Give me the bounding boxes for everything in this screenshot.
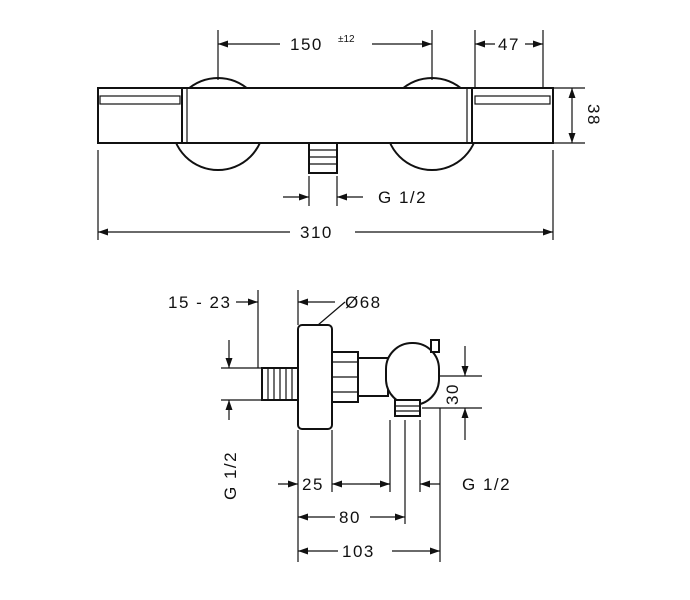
- dim-center-tolerance: ±12: [338, 34, 355, 45]
- dim-outlet-thread-side: G 1/2: [462, 475, 511, 494]
- dim-center-distance: 150: [290, 35, 323, 54]
- dim-eccentric-range: 15 - 23: [168, 293, 231, 312]
- side-escutcheon: [297, 324, 333, 430]
- front-view: 150 ±12 47 38 G 1/2 310: [97, 30, 603, 242]
- side-view: 15 - 23 Ø68 G 1/2 30 25 G 1/2 80 103: [168, 290, 511, 562]
- dim-outlet-offset: 80: [339, 508, 361, 527]
- right-handle-groove: [474, 95, 551, 105]
- dim-handle-width: 47: [498, 35, 520, 54]
- dim-outlet-height: 30: [443, 383, 462, 405]
- dim-diameter: Ø68: [345, 293, 382, 312]
- outlet-connector-side: [394, 399, 421, 417]
- dim-outlet-thread-front: G 1/2: [378, 188, 427, 207]
- dim-total-length: 310: [300, 223, 333, 242]
- dim-height: 38: [584, 104, 603, 126]
- left-handle-groove: [99, 95, 181, 105]
- dim-total-depth: 103: [342, 542, 375, 561]
- dim-inlet-thread: G 1/2: [221, 451, 240, 500]
- dim-escutcheon-depth: 25: [302, 475, 324, 494]
- connecting-pipe: [357, 357, 389, 397]
- outlet-connector: [308, 142, 338, 174]
